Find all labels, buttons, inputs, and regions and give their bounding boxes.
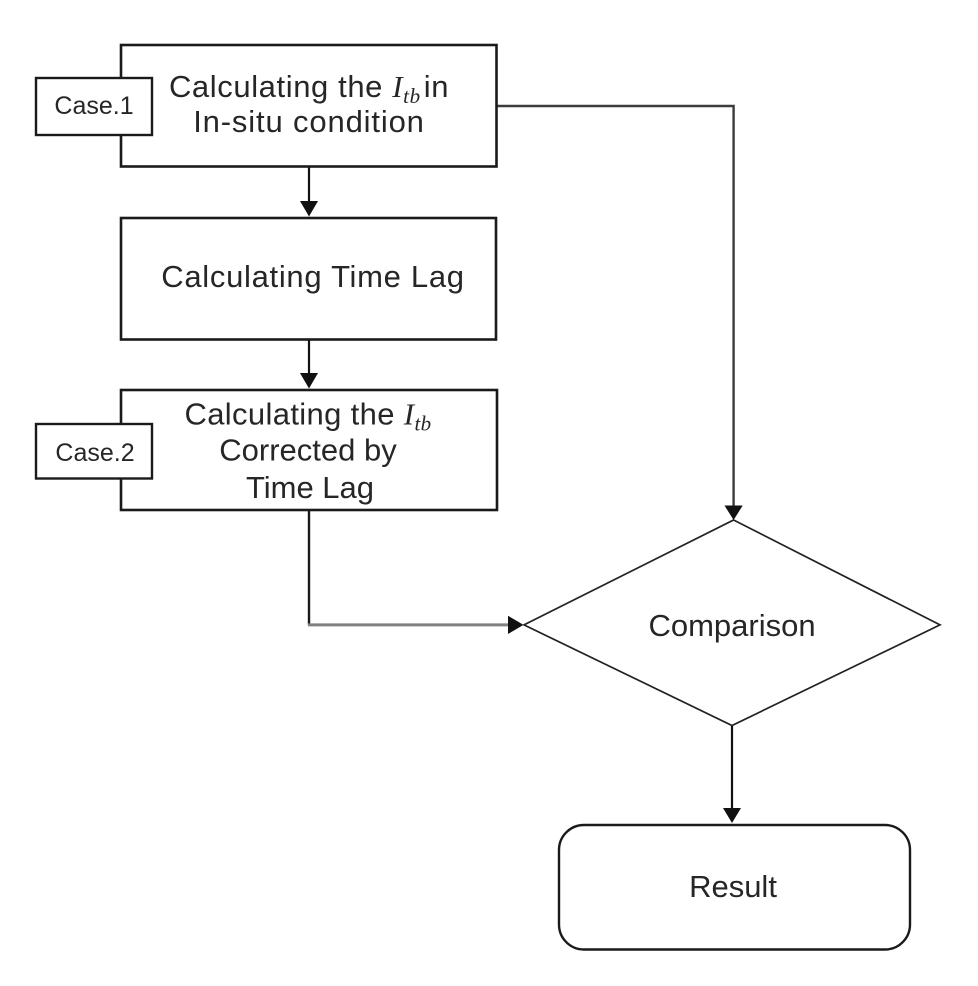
svg-text:In-situ condition: In-situ condition [193,104,425,139]
svg-text:Case.1: Case.1 [54,92,133,120]
svg-text:Corrected by: Corrected by [219,433,397,468]
svg-text:Calculating the Itb: Calculating the Itb [184,397,431,436]
svg-text:Calculating Time Lag: Calculating Time Lag [161,259,465,294]
svg-text:Result: Result [689,869,777,904]
svg-text:Comparison: Comparison [648,608,815,643]
svg-text:Calculating the Itbin: Calculating the Itbin [169,69,449,108]
svg-text:Time Lag: Time Lag [246,470,374,505]
svg-text:Case.2: Case.2 [55,439,134,467]
